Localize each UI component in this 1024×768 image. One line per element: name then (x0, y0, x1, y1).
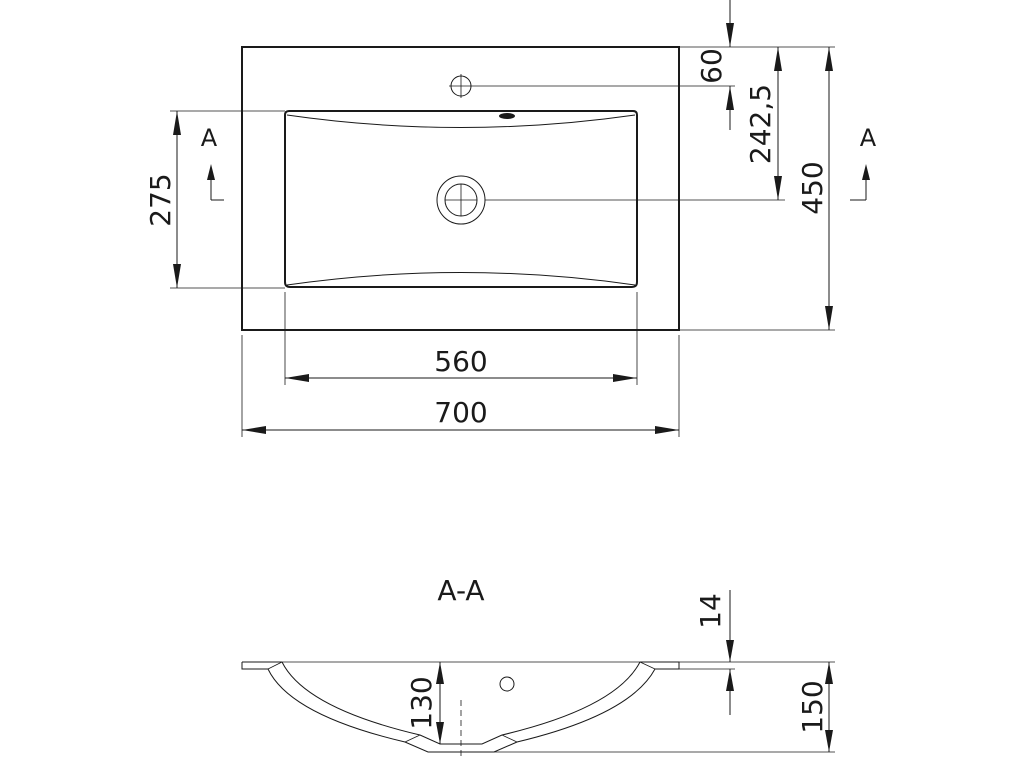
dim-basin-depth: 130 (405, 662, 444, 744)
dim-label-242-5: 242,5 (744, 84, 777, 164)
section-marker-right: A (850, 124, 877, 201)
drain-hole (436, 175, 486, 225)
dim-rim-thickness: 14 (694, 590, 734, 715)
dim-overall-depth: 450 (796, 47, 833, 330)
dim-label-560: 560 (434, 345, 487, 378)
section-letter-left: A (201, 124, 218, 152)
countertop-outline (241, 46, 680, 331)
bowl-outer (267, 668, 656, 753)
dim-tap-offset: 60 (695, 0, 734, 130)
section-view: A-A 14 130 (241, 574, 835, 760)
dim-label-150: 150 (796, 680, 829, 733)
dim-label-14: 14 (694, 593, 727, 629)
section-rim (241, 661, 680, 670)
dim-label-700: 700 (434, 396, 487, 429)
overflow-slot (499, 113, 515, 119)
section-letter-right: A (860, 124, 877, 152)
section-overflow-hole (499, 676, 515, 692)
dim-label-450: 450 (796, 161, 829, 214)
dim-basin-width: 560 (285, 345, 637, 382)
tap-hole (449, 74, 473, 98)
dim-label-60: 60 (695, 48, 728, 84)
section-title: A-A (437, 574, 484, 607)
section-marker-left: A (201, 124, 224, 201)
plan-view: 560 700 275 60 242,5 (144, 0, 877, 437)
dim-drain-offset: 242,5 (744, 47, 782, 200)
dim-label-130: 130 (405, 676, 438, 729)
basin-lip-bottom (286, 272, 636, 286)
dim-overall-width: 700 (242, 396, 679, 434)
basin-outline (284, 110, 638, 288)
dim-label-275: 275 (144, 173, 177, 226)
dim-basin-length: 275 (144, 111, 181, 288)
basin-lip-top (286, 114, 636, 128)
dim-overall-height: 150 (796, 662, 833, 752)
